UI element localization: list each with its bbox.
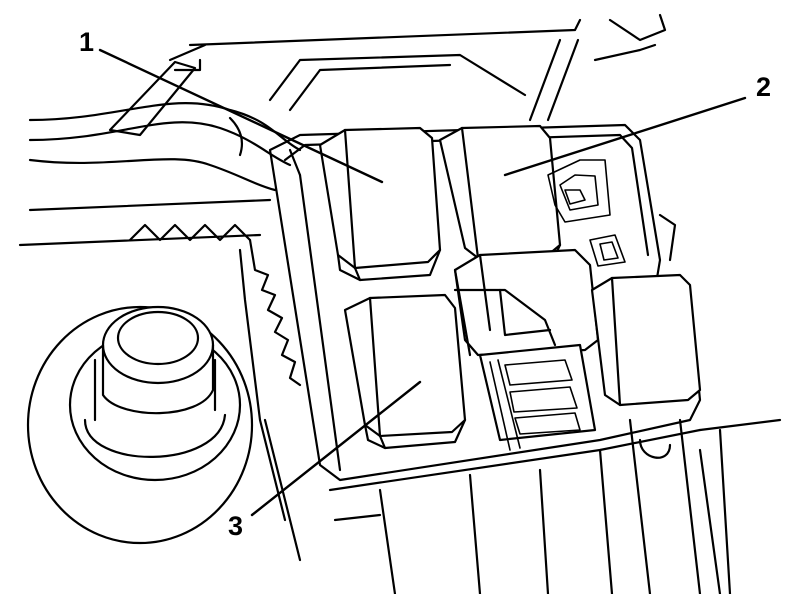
relay-4	[590, 273, 702, 407]
callout-label-1: 1	[79, 27, 95, 57]
leader-line-1	[98, 48, 384, 184]
callout-label-3: 3	[228, 511, 244, 541]
terminal-block	[547, 159, 626, 267]
relay-1	[318, 126, 442, 282]
left-hoses	[18, 102, 302, 247]
leader-line-3	[250, 380, 422, 517]
fuse-block	[478, 343, 597, 451]
round-stud	[26, 305, 254, 545]
callout-label-2: 2	[756, 72, 772, 102]
relay-3	[343, 293, 467, 450]
relay-2	[438, 124, 562, 270]
lower-frame	[378, 418, 782, 594]
leader-lines	[98, 48, 747, 517]
center-relay	[453, 248, 600, 357]
upper-bracket	[108, 13, 667, 137]
leader-line-2	[503, 96, 747, 177]
